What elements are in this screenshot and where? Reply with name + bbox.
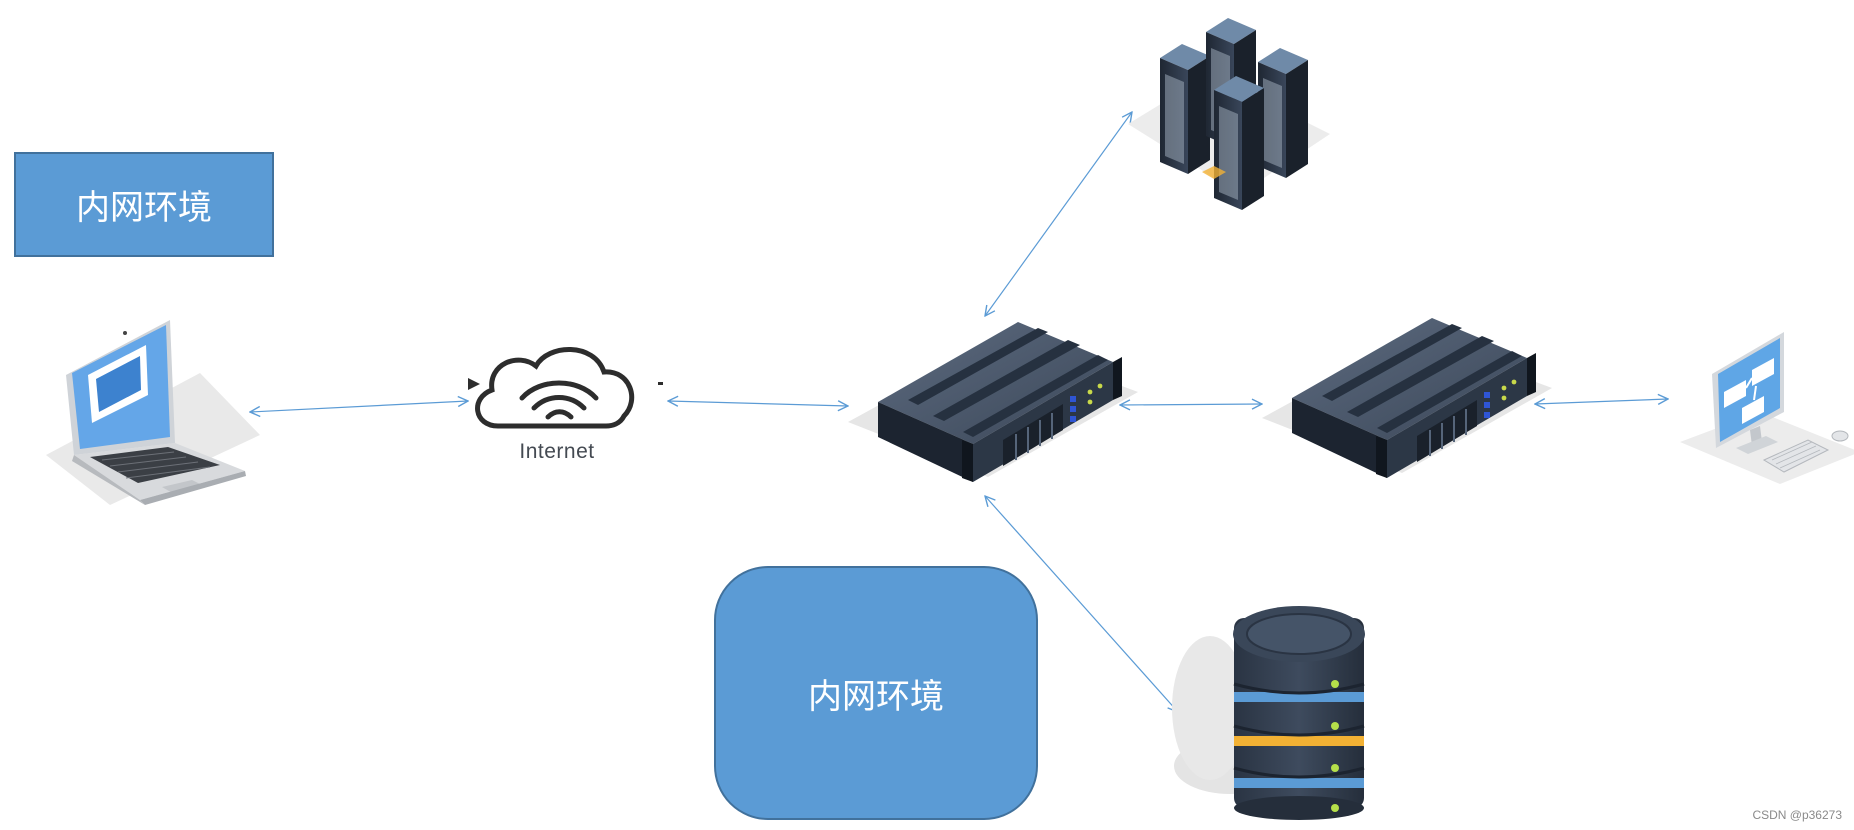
- edge-server-second-desktop: [1535, 399, 1668, 404]
- zone-label-top: 内网环境: [14, 152, 274, 257]
- watermark: CSDN @p36273: [1752, 808, 1842, 822]
- database-icon: [1172, 606, 1365, 820]
- desktop-computer-icon: [1680, 332, 1854, 484]
- server-cluster-icon: [1128, 18, 1330, 210]
- rack-server-second-icon: [1261, 317, 1553, 479]
- edge-server-main-database: [985, 496, 1178, 712]
- internet-label: Internet: [519, 440, 595, 463]
- laptop-icon: [46, 320, 260, 505]
- cloud-wifi-icon: [468, 347, 663, 429]
- edge-server-main-server-second: [1120, 404, 1262, 405]
- edge-laptop-internet: [250, 401, 468, 412]
- edge-internet-server-main: [668, 401, 848, 406]
- edge-server-main-cluster: [985, 112, 1132, 316]
- connection-arrows: [250, 112, 1668, 712]
- rack-server-main-icon: [847, 321, 1139, 483]
